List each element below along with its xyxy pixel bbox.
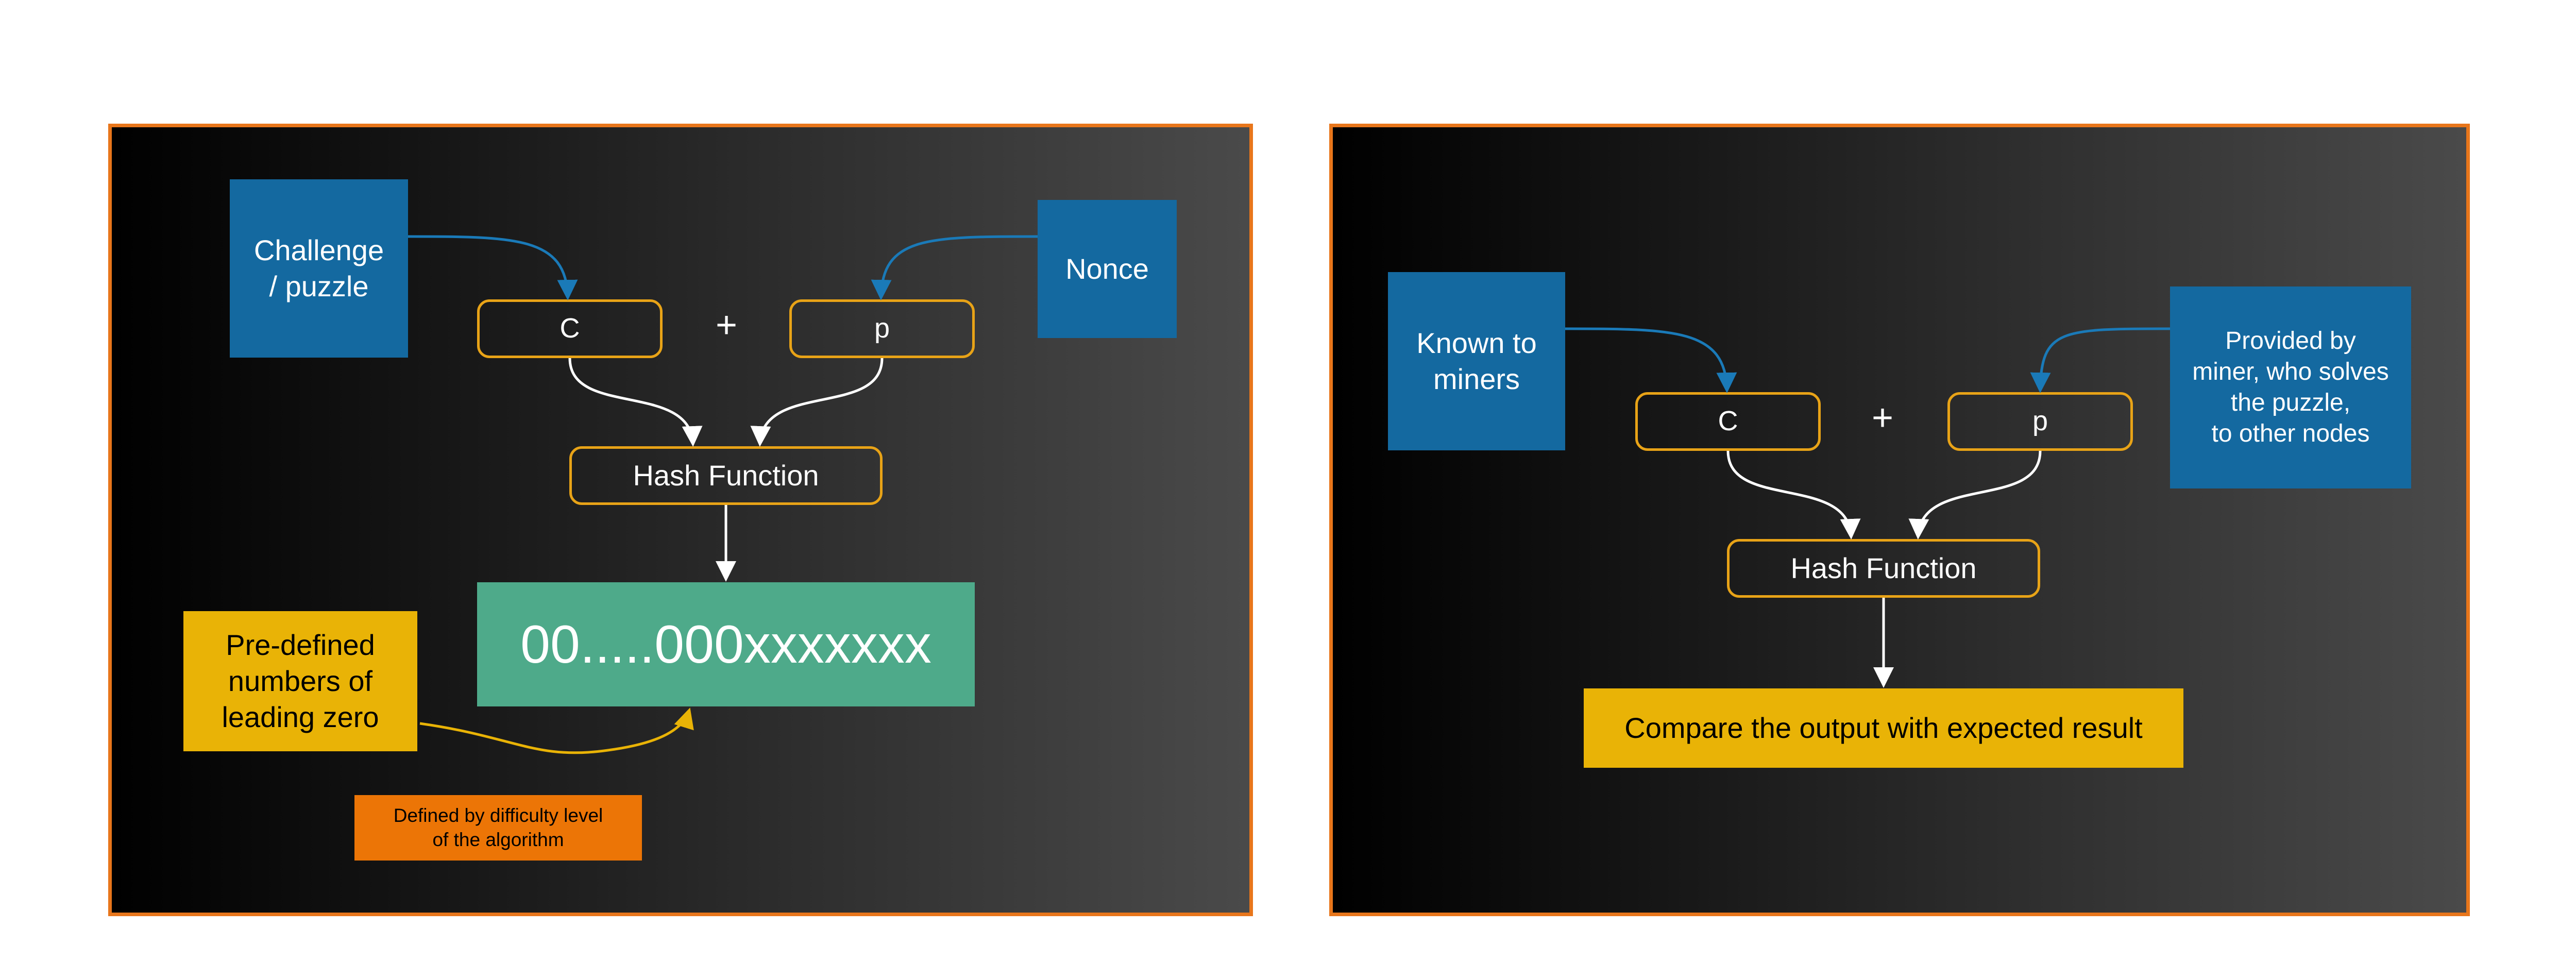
arrow-c-to-hash-right bbox=[1726, 450, 1861, 539]
c-node: C bbox=[477, 299, 663, 358]
hash-function-node: Hash Function bbox=[569, 446, 883, 505]
nonce-box: Nonce bbox=[1038, 200, 1177, 338]
arrow-c-to-hash bbox=[568, 358, 703, 447]
hash-function-node-right: Hash Function bbox=[1727, 539, 2040, 598]
provided-by-miner-box: Provided by miner, who solves the puzzle… bbox=[2170, 286, 2411, 488]
plus-sign: + bbox=[715, 305, 738, 346]
difficulty-level-note: Defined by difficulty level of the algor… bbox=[354, 795, 642, 861]
arrow-nonce-to-p bbox=[871, 235, 1038, 300]
arrow-known-to-c bbox=[1565, 327, 1737, 393]
hash-output-box: 00.....000xxxxxxx bbox=[477, 582, 975, 706]
arrow-challenge-to-c bbox=[408, 235, 578, 300]
arrow-zeros-to-output bbox=[419, 707, 694, 754]
compare-output-box: Compare the output with expected result bbox=[1584, 688, 2183, 768]
p-node-right: p bbox=[1947, 392, 2133, 451]
known-to-miners-box: Known to miners bbox=[1388, 272, 1565, 450]
challenge-box: Challenge / puzzle bbox=[230, 179, 408, 358]
arrow-p-to-hash-right bbox=[1908, 450, 2042, 539]
right-panel bbox=[1329, 124, 2470, 916]
arrow-provided-to-p bbox=[2030, 327, 2171, 393]
plus-sign-right: + bbox=[1871, 397, 1894, 439]
p-node: p bbox=[789, 299, 975, 358]
predefined-zeros-box: Pre-defined numbers of leading zero bbox=[183, 611, 417, 751]
arrow-p-to-hash bbox=[750, 358, 884, 447]
c-node-right: C bbox=[1635, 392, 1821, 451]
